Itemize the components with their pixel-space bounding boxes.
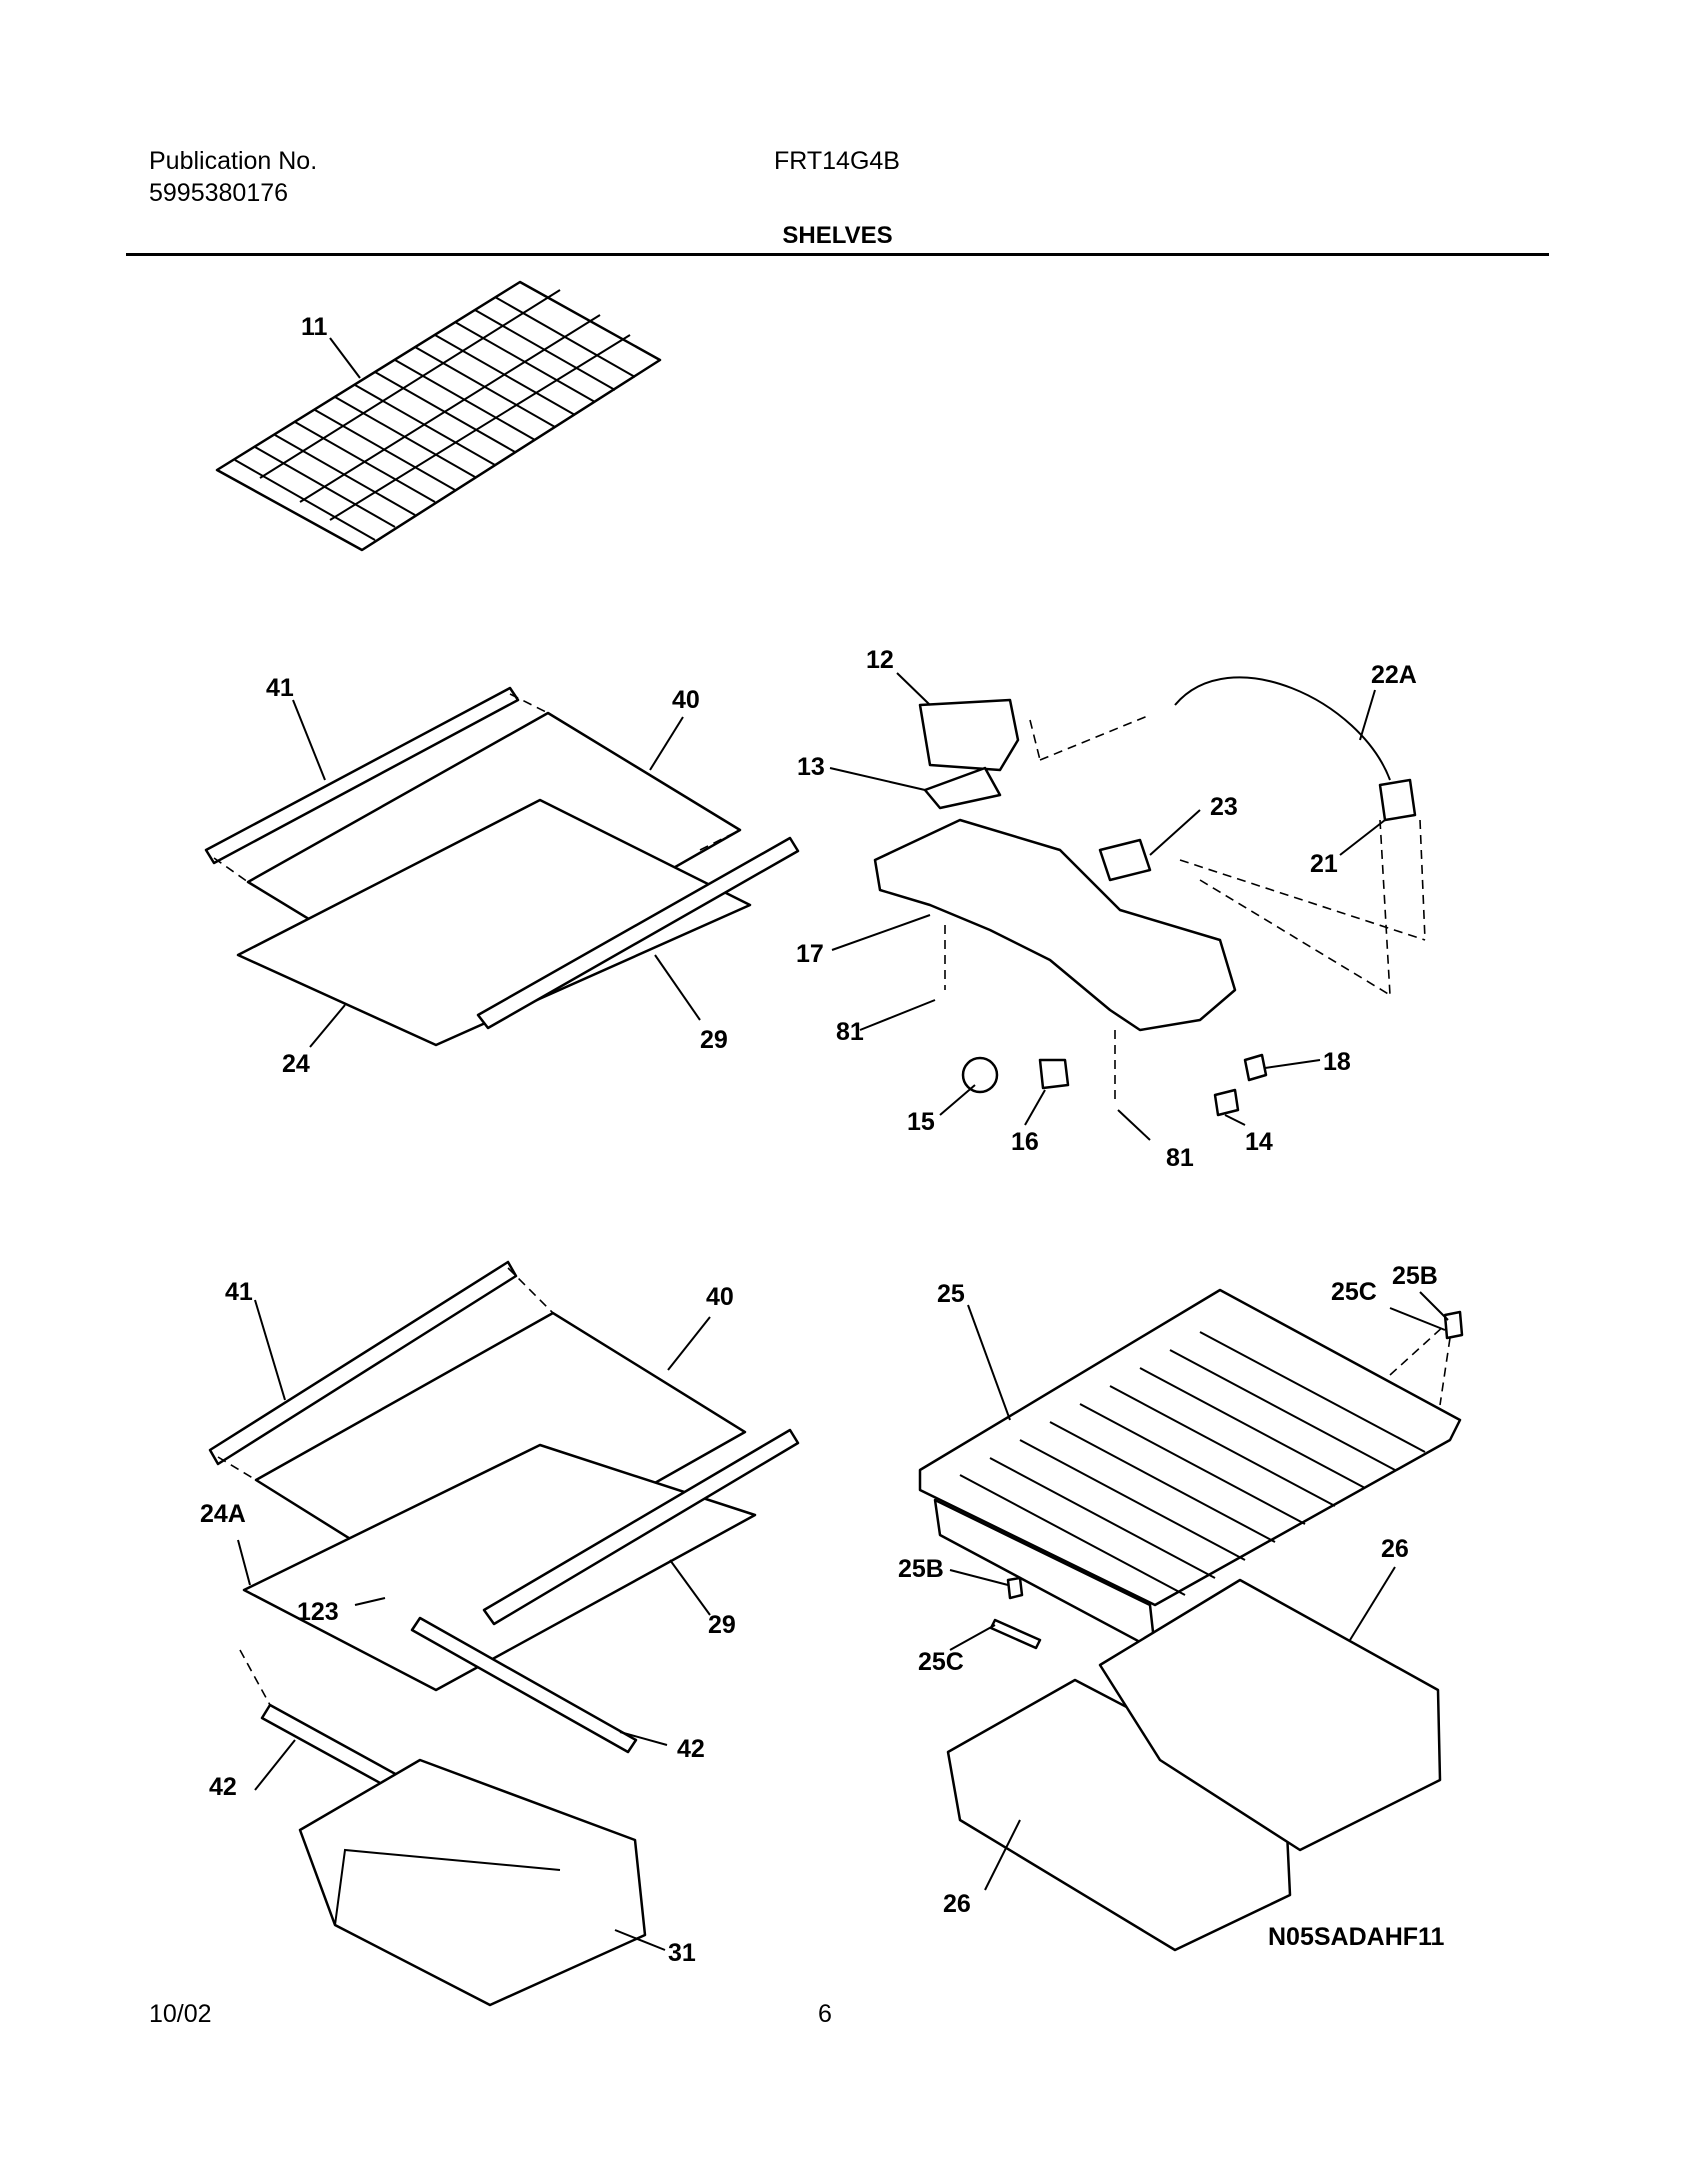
callout-24: 24 [282, 1050, 310, 1078]
callout-41-upper: 41 [266, 674, 294, 702]
page-number: 6 [818, 2000, 832, 2028]
section-title: SHELVES [782, 222, 893, 249]
footer-date: 10/02 [149, 2000, 212, 2028]
callout-17: 17 [796, 940, 824, 968]
callout-31: 31 [668, 1939, 696, 1967]
callout-16: 16 [1011, 1128, 1039, 1156]
callout-81-left: 81 [836, 1018, 864, 1046]
callout-29-lower: 29 [708, 1611, 736, 1639]
callout-41-lower: 41 [225, 1278, 253, 1306]
callout-25C-lower: 25C [918, 1648, 964, 1676]
callout-21: 21 [1310, 850, 1338, 878]
callout-40-upper: 40 [672, 686, 700, 714]
callout-13: 13 [797, 753, 825, 781]
glass-shelf-drawer-assembly-lower [208, 1260, 800, 2007]
callout-25B-lower: 25B [898, 1555, 944, 1583]
publication-number: 5995380176 [149, 179, 289, 207]
diagram-code: N05SADAHF11 [1268, 1923, 1445, 1951]
callout-22A: 22A [1371, 661, 1417, 689]
header-rule [126, 253, 1549, 256]
callout-40-lower: 40 [706, 1283, 734, 1311]
control-housing-assembly [873, 676, 1426, 1117]
callout-42-left: 42 [209, 1773, 237, 1801]
callout-24A: 24A [200, 1500, 246, 1528]
callout-18: 18 [1323, 1048, 1351, 1076]
callout-14: 14 [1245, 1128, 1273, 1156]
callout-81-right: 81 [1166, 1144, 1194, 1172]
callout-23: 23 [1210, 793, 1238, 821]
crisper-cover-pan-assembly [918, 1288, 1464, 1952]
model-number: FRT14G4B [774, 147, 900, 175]
callout-123: 123 [297, 1598, 339, 1626]
callout-15: 15 [907, 1108, 935, 1136]
callout-29-upper: 29 [700, 1026, 728, 1054]
publication-label: Publication No. [149, 147, 318, 175]
callout-26-right: 26 [1381, 1535, 1409, 1563]
glass-shelf-assembly-upper [204, 686, 800, 1047]
callout-26-left: 26 [943, 1890, 971, 1918]
callout-25: 25 [937, 1280, 965, 1308]
callout-12: 12 [866, 646, 894, 674]
callout-42-right: 42 [677, 1735, 705, 1763]
callout-25C-upper: 25C [1331, 1278, 1377, 1306]
callout-25B-upper: 25B [1392, 1262, 1438, 1290]
wire-shelf-part-11 [215, 280, 662, 552]
callout-11: 11 [301, 313, 328, 341]
